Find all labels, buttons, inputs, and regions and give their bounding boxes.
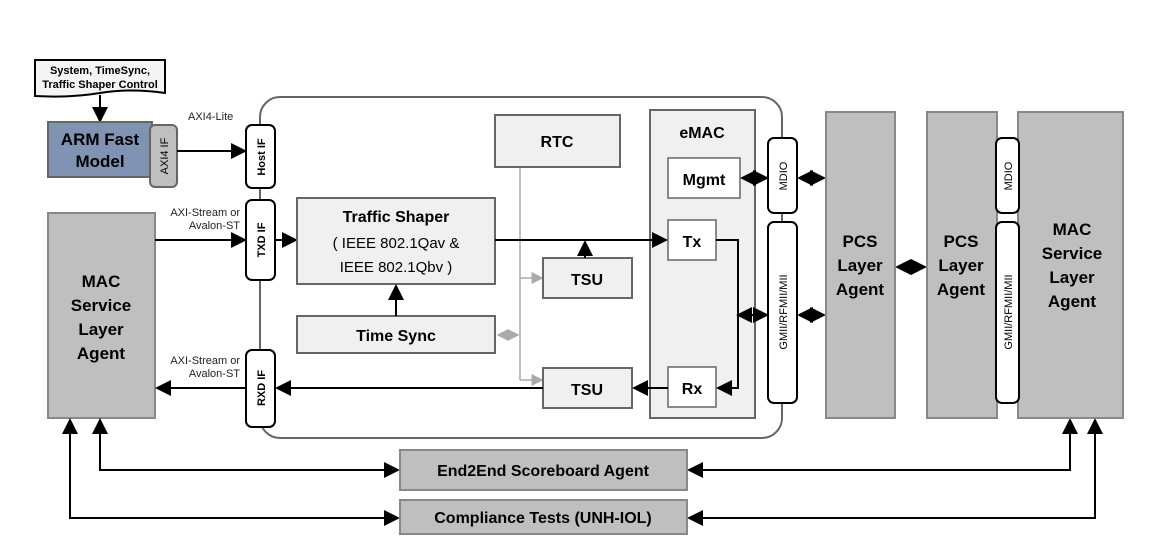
mac-left-l1: MAC bbox=[82, 272, 121, 291]
rtc-label: RTC bbox=[541, 134, 574, 151]
pcs-layer-agent-right bbox=[926, 111, 998, 419]
compliance-label: Compliance Tests (UNH-IOL) bbox=[434, 510, 652, 527]
end2end-scoreboard-agent bbox=[399, 449, 688, 491]
mac-right-l4: Agent bbox=[1048, 292, 1097, 311]
time-sync-label: Time Sync bbox=[356, 328, 436, 345]
mac-right-l1: MAC bbox=[1053, 220, 1092, 239]
rxd-if-label: RXD IF bbox=[256, 370, 268, 406]
pcs-right-l2: Layer bbox=[938, 256, 984, 275]
pcs-right-l3: Agent bbox=[937, 280, 986, 299]
mac-left-l2: Service bbox=[71, 296, 132, 315]
tsu-rx bbox=[542, 367, 633, 409]
pcs-left-l1: PCS bbox=[843, 232, 878, 251]
data-path-arrows bbox=[62, 170, 1103, 526]
axi-stream-tx-2: Avalon-ST bbox=[189, 220, 240, 232]
traffic-shaper-l3: IEEE 802.1Qbv ) bbox=[340, 259, 453, 276]
mac-right-l3: Layer bbox=[1049, 268, 1095, 287]
mac-left-l4: Agent bbox=[77, 344, 126, 363]
axi-stream-tx-1: AXI-Stream or bbox=[170, 207, 240, 219]
mgmt-label: Mgmt bbox=[683, 172, 726, 189]
host-if bbox=[245, 124, 276, 189]
axi-stream-rx-1: AXI-Stream or bbox=[170, 355, 240, 367]
pcs-left-l3: Agent bbox=[836, 280, 885, 299]
host-if-label: Host IF bbox=[256, 138, 268, 176]
mdio-right bbox=[995, 137, 1020, 214]
gmii-left-label: GMII/RFMII/MII bbox=[778, 274, 790, 349]
mac-left-l3: Layer bbox=[78, 320, 124, 339]
time-sync bbox=[296, 315, 496, 354]
gmii-right bbox=[995, 221, 1020, 404]
axi-stream-rx-2: Avalon-ST bbox=[189, 368, 240, 380]
arm-label-2: Model bbox=[75, 152, 124, 171]
rtc bbox=[494, 114, 621, 168]
axi4-if bbox=[149, 124, 178, 188]
pcs-layer-agent-left bbox=[825, 111, 896, 419]
emac-title: eMAC bbox=[679, 125, 725, 142]
tsu-rx-label: TSU bbox=[571, 382, 603, 399]
tsu-tx bbox=[542, 257, 633, 299]
control-note-line2: Traffic Shaper Control bbox=[42, 79, 158, 91]
traffic-shaper-l1: Traffic Shaper bbox=[343, 209, 450, 226]
rx-label: Rx bbox=[682, 381, 703, 398]
traffic-shaper-l2: ( IEEE 802.1Qav & bbox=[333, 235, 460, 252]
mdio-left-label: MDIO bbox=[778, 161, 790, 190]
arm-label-1: ARM Fast bbox=[61, 130, 140, 149]
gmii-right-label: GMII/RFMII/MII bbox=[1003, 274, 1015, 349]
txd-if-label: TXD IF bbox=[256, 222, 268, 257]
pcs-left-l2: Layer bbox=[837, 256, 883, 275]
axi4-lite-label: AXI4-Lite bbox=[188, 111, 233, 123]
tsu-tx-label: TSU bbox=[571, 272, 603, 289]
scoreboard-label: End2End Scoreboard Agent bbox=[437, 463, 650, 480]
mgmt bbox=[667, 157, 741, 199]
mdio-left bbox=[767, 137, 798, 214]
control-note bbox=[34, 59, 166, 98]
axi4-if-label: AXI4 IF bbox=[159, 137, 171, 174]
compliance-tests bbox=[399, 499, 688, 535]
mac-service-layer-agent-left bbox=[47, 212, 156, 419]
rtc-time-lines bbox=[496, 168, 544, 386]
pcs-right-l1: PCS bbox=[944, 232, 979, 251]
tx-label: Tx bbox=[683, 234, 702, 251]
mac-service-layer-agent-right bbox=[1017, 111, 1124, 419]
gmii-left bbox=[767, 221, 798, 404]
mac-right-l2: Service bbox=[1042, 244, 1103, 263]
mdio-right-label: MDIO bbox=[1003, 161, 1015, 190]
control-note-line1: System, TimeSync, bbox=[50, 65, 150, 77]
